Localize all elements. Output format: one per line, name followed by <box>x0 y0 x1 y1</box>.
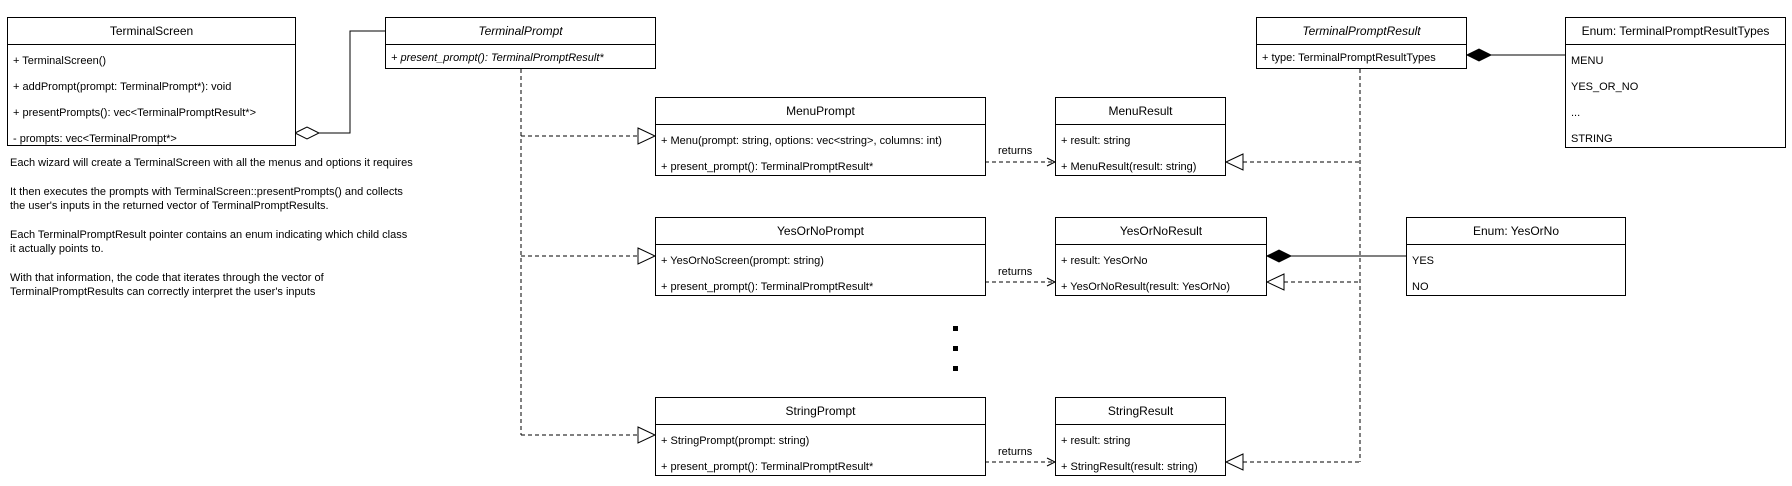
ellipsis-dot <box>953 346 958 351</box>
class-title: YesOrNoResult <box>1056 218 1266 245</box>
returns-label-menu: returns <box>998 145 1033 157</box>
class-yes-or-no-result[interactable]: YesOrNoResult + result: YesOrNo + YesOrN… <box>1055 217 1267 296</box>
note-present-prompts: It then executes the prompts with Termin… <box>10 186 403 212</box>
class-title: MenuPrompt <box>656 98 985 125</box>
class-terminal-prompt[interactable]: TerminalPrompt + present_prompt(): Termi… <box>385 17 656 69</box>
enum-value: MENU <box>1571 55 1604 67</box>
ellipsis-dot <box>953 326 958 331</box>
member-constructor: + StringPrompt(prompt: string) <box>661 435 810 447</box>
aggregation-line <box>319 30 385 134</box>
aggregation-diamond <box>293 126 321 140</box>
composition-yesorno-diamond <box>1265 249 1293 263</box>
member-result-field: + result: string <box>1061 435 1131 447</box>
member-prompts-field: - prompts: vec<TerminalPrompt*> <box>13 133 177 145</box>
member-result-field: + result: YesOrNo <box>1061 255 1148 267</box>
enum-title: Enum: TerminalPromptResultTypes <box>1566 18 1785 45</box>
note-interpret-inputs: With that information, the code that ite… <box>10 272 324 298</box>
member-present-prompt: + present_prompt(): TerminalPromptResult… <box>661 281 874 293</box>
class-title: StringPrompt <box>656 398 985 425</box>
class-yes-or-no-prompt[interactable]: YesOrNoPrompt + YesOrNoScreen(prompt: st… <box>655 217 986 296</box>
composition-types-diamond <box>1465 48 1493 62</box>
member-constructor: + TerminalScreen() <box>13 55 107 67</box>
enum-title: Enum: YesOrNo <box>1407 218 1625 245</box>
member-result-field: + result: string <box>1061 135 1131 147</box>
member-constructor: + Menu(prompt: string, options: vec<stri… <box>661 135 942 147</box>
enum-value: STRING <box>1571 133 1613 145</box>
member-constructor: + MenuResult(result: string) <box>1061 161 1197 173</box>
result-realization-yesorno-arrow <box>1265 273 1285 291</box>
result-realization-menu-arrow <box>1224 153 1244 171</box>
ellipsis-dot <box>953 366 958 371</box>
enum-terminal-prompt-result-types[interactable]: Enum: TerminalPromptResultTypes MENU YES… <box>1565 17 1786 148</box>
member-present-prompt: + present_prompt(): TerminalPromptResult… <box>391 52 604 64</box>
member-type-field: + type: TerminalPromptResultTypes <box>1262 52 1436 64</box>
member-constructor: + YesOrNoScreen(prompt: string) <box>661 255 824 267</box>
class-title: TerminalPromptResult <box>1257 18 1466 45</box>
member-present-prompt: + present_prompt(): TerminalPromptResult… <box>661 161 874 173</box>
realization-yesorno-arrow <box>637 247 657 265</box>
member-add-prompt: + addPrompt(prompt: TerminalPrompt*): vo… <box>13 81 232 93</box>
member-present-prompts: + presentPrompts(): vec<TerminalPromptRe… <box>13 107 257 119</box>
class-menu-result[interactable]: MenuResult + result: string + MenuResult… <box>1055 97 1226 176</box>
enum-value: YES <box>1412 255 1435 267</box>
returns-label-yes-or-no: returns <box>998 266 1033 278</box>
class-menu-prompt[interactable]: MenuPrompt + Menu(prompt: string, option… <box>655 97 986 176</box>
class-title: YesOrNoPrompt <box>656 218 985 245</box>
class-title: StringResult <box>1056 398 1225 425</box>
enum-yes-or-no[interactable]: Enum: YesOrNo YES NO <box>1406 217 1626 296</box>
member-present-prompt: + present_prompt(): TerminalPromptResult… <box>661 461 874 473</box>
realization-string-arrow <box>637 426 657 444</box>
class-title: TerminalPrompt <box>386 18 655 45</box>
class-terminal-screen[interactable]: TerminalScreen + TerminalScreen() + addP… <box>7 17 296 146</box>
member-constructor: + YesOrNoResult(result: YesOrNo) <box>1061 281 1231 293</box>
class-string-result[interactable]: StringResult + result: string + StringRe… <box>1055 397 1226 476</box>
note-enum-pointer: Each TerminalPromptResult pointer contai… <box>10 229 408 255</box>
member-constructor: + StringResult(result: string) <box>1061 461 1198 473</box>
class-terminal-prompt-result[interactable]: TerminalPromptResult + type: TerminalPro… <box>1256 17 1467 69</box>
class-title: TerminalScreen <box>8 18 295 45</box>
enum-value: NO <box>1412 281 1429 293</box>
realization-menu-arrow <box>637 127 657 145</box>
class-string-prompt[interactable]: StringPrompt + StringPrompt(prompt: stri… <box>655 397 986 476</box>
enum-value: YES_OR_NO <box>1571 81 1639 93</box>
class-title: MenuResult <box>1056 98 1225 125</box>
note-wizard: Each wizard will create a TerminalScreen… <box>10 157 413 169</box>
returns-label-string: returns <box>998 446 1033 458</box>
result-realization-string-arrow <box>1224 453 1244 471</box>
enum-value: ... <box>1571 107 1581 119</box>
